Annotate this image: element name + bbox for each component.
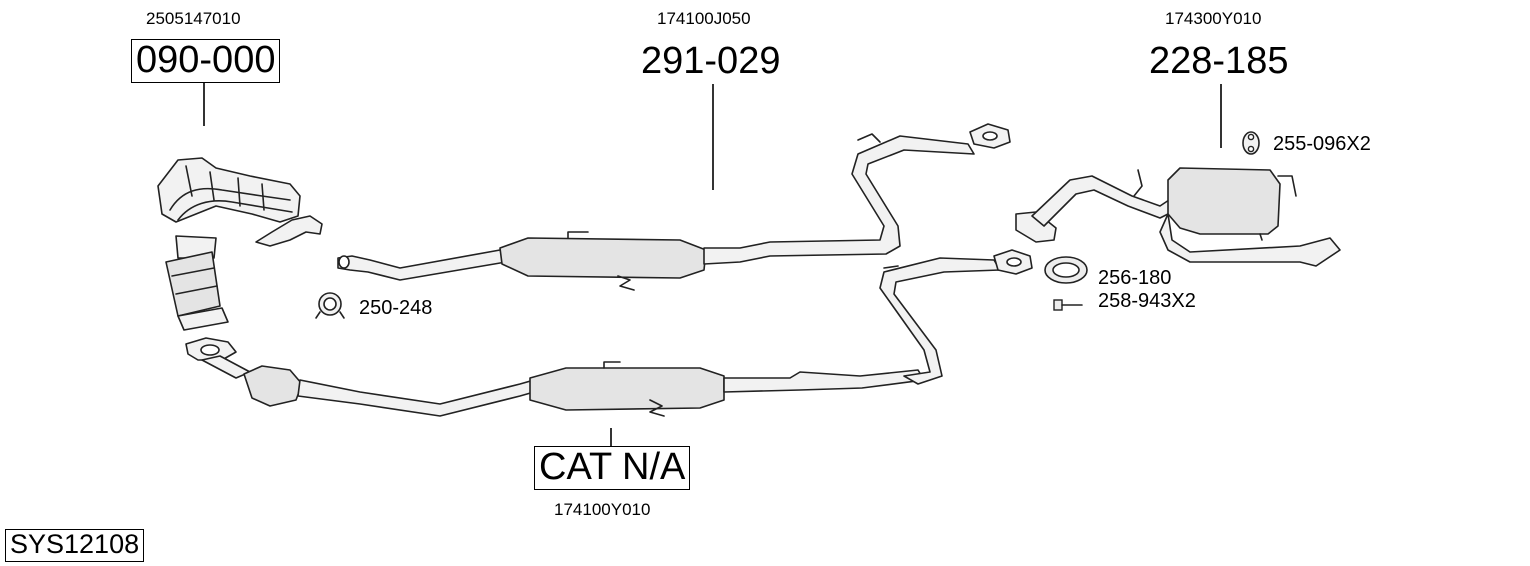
oem-number-rear-silencer: 174300Y010 (1165, 9, 1262, 28)
gasket-ring-icon (1044, 256, 1088, 284)
middle-silencer-drawing (337, 123, 1011, 291)
oem-number-middle-silencer: 174100J050 (657, 9, 751, 28)
oem-number-manifold: 2505147010 (146, 9, 241, 28)
accessory-label-rubber-mount: 255-096X2 (1273, 133, 1371, 155)
rubber-mount-icon (1242, 131, 1260, 155)
accessory-label-clamp: 250-248 (359, 297, 433, 319)
part-number-front-pipe: CAT N/A (534, 446, 691, 490)
clamp-icon (315, 292, 345, 319)
front-pipe-drawing (185, 249, 1033, 417)
manifold-drawing (157, 157, 323, 331)
part-number-rear-silencer: 228-185 (1149, 40, 1289, 82)
part-number-middle-silencer: 291-029 (641, 40, 781, 82)
accessory-label-bolt: 258-943X2 (1098, 290, 1196, 312)
part-number-manifold: 090-000 (131, 39, 281, 83)
system-code: SYS12108 (5, 529, 145, 562)
accessory-label-gasket: 256-180 (1098, 267, 1172, 289)
oem-number-front-pipe: 174100Y010 (554, 500, 651, 519)
bolt-icon (1053, 299, 1083, 311)
rear-silencer-drawing (1015, 167, 1341, 267)
